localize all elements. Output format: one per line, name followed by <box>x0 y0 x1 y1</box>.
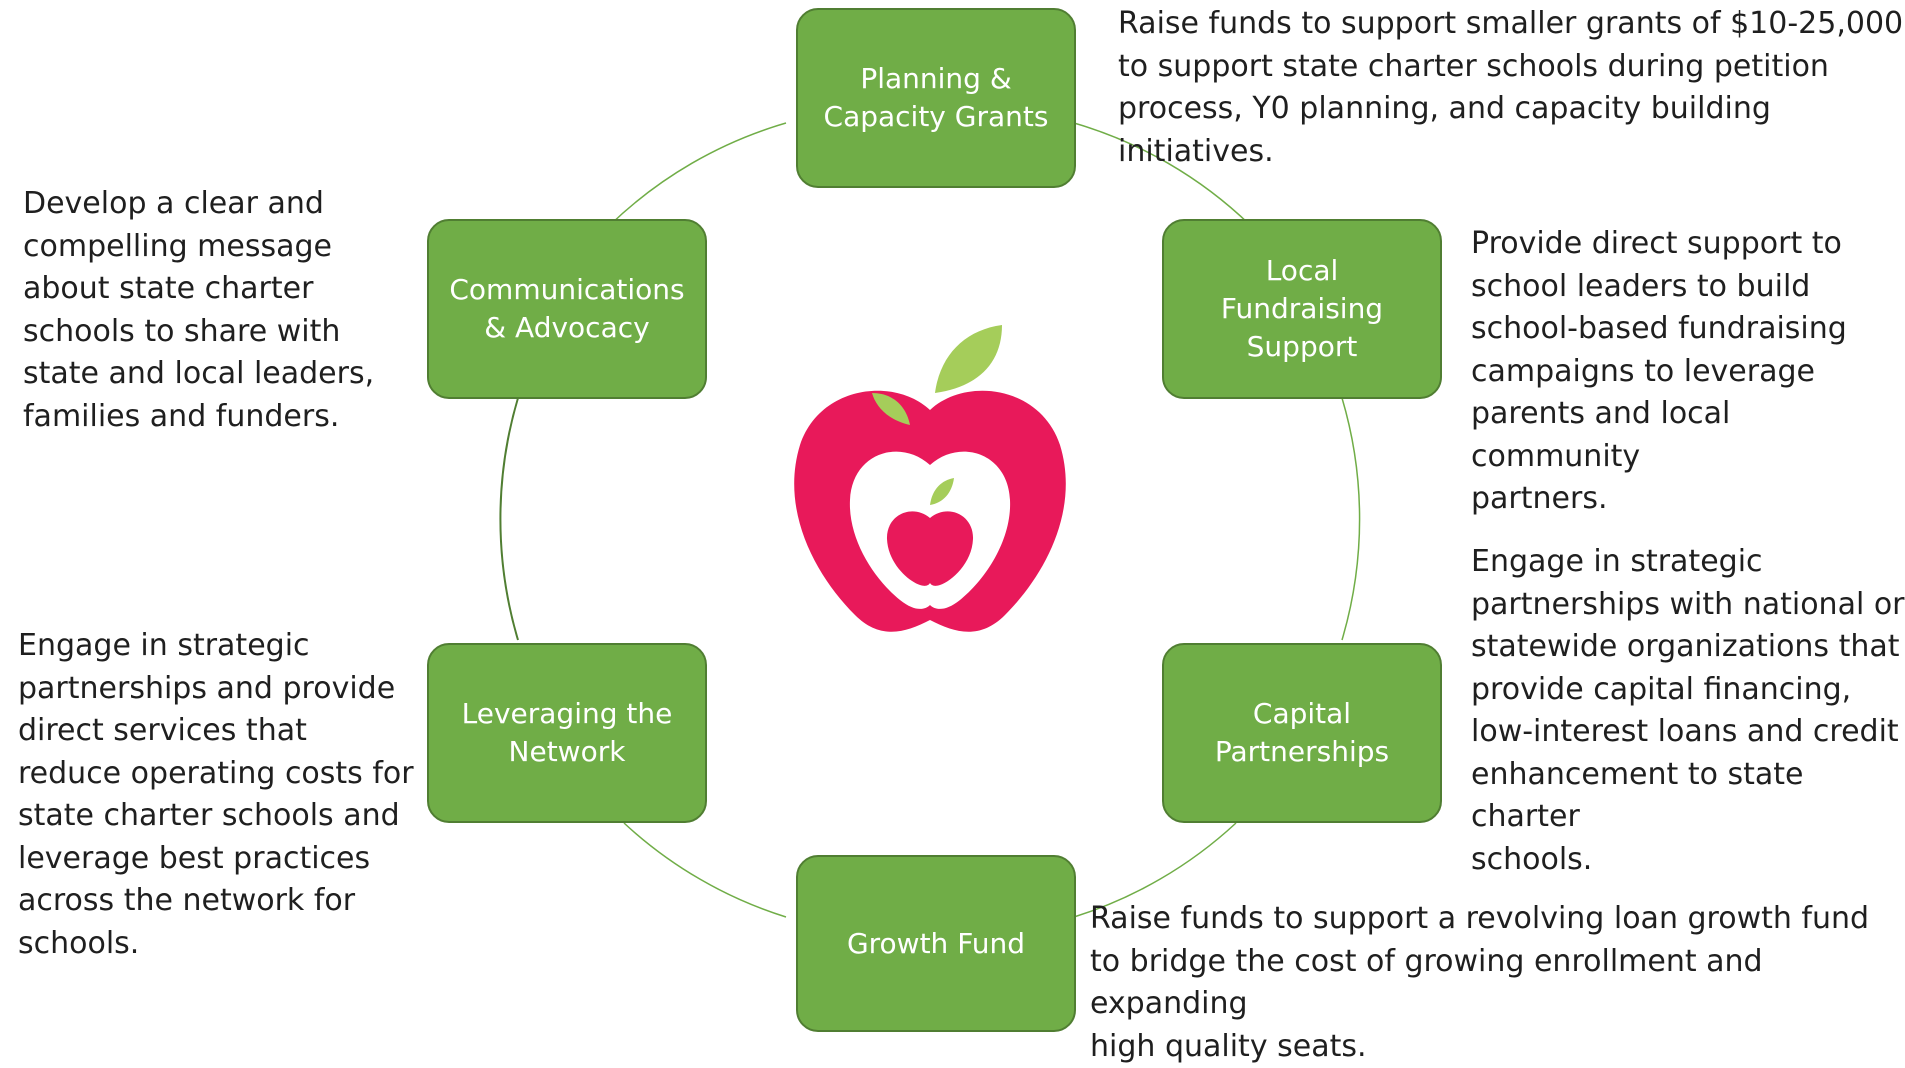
arc-capital-to-growth <box>1073 822 1237 918</box>
cycle-connectors <box>499 122 1361 918</box>
arc-growth-to-network <box>623 822 787 918</box>
arc-local-to-capital <box>1341 397 1361 641</box>
description-leveraging-the-network: Engage in strategic partnerships and pro… <box>18 628 414 961</box>
description-capital-partnerships: Engage in strategic partnerships with na… <box>1471 544 1905 877</box>
node-planning-capacity-grants: Planning & Capacity Grants <box>796 8 1076 188</box>
node-local-fundraising-support: Local Fundraising Support <box>1162 219 1442 399</box>
middle-leaf-icon <box>872 393 910 425</box>
arc-planning-to-local <box>1073 122 1251 226</box>
node-capital-partnerships: Capital Partnerships <box>1162 643 1442 823</box>
description-growth-fund: Raise funds to support a revolving loan … <box>1090 901 1870 1064</box>
description-communications-advocacy: Develop a clear and compelling message a… <box>23 186 375 434</box>
arc-comms-to-planning <box>609 122 787 226</box>
small-leaf-icon <box>930 478 954 505</box>
arc-network-to-comms <box>499 397 519 641</box>
description-local-fundraising-support: Provide direct support to school leaders… <box>1471 226 1847 516</box>
node-communications-advocacy: Communications & Advocacy <box>427 219 707 399</box>
node-leveraging-the-network: Leveraging the Network <box>427 643 707 823</box>
node-growth-fund: Growth Fund <box>796 855 1076 1032</box>
apple-logo-icon <box>794 325 1066 632</box>
outer-leaf-icon <box>935 325 1002 393</box>
small-apple-icon <box>886 511 974 586</box>
description-planning-capacity-grants: Raise funds to support smaller grants of… <box>1118 6 1904 169</box>
